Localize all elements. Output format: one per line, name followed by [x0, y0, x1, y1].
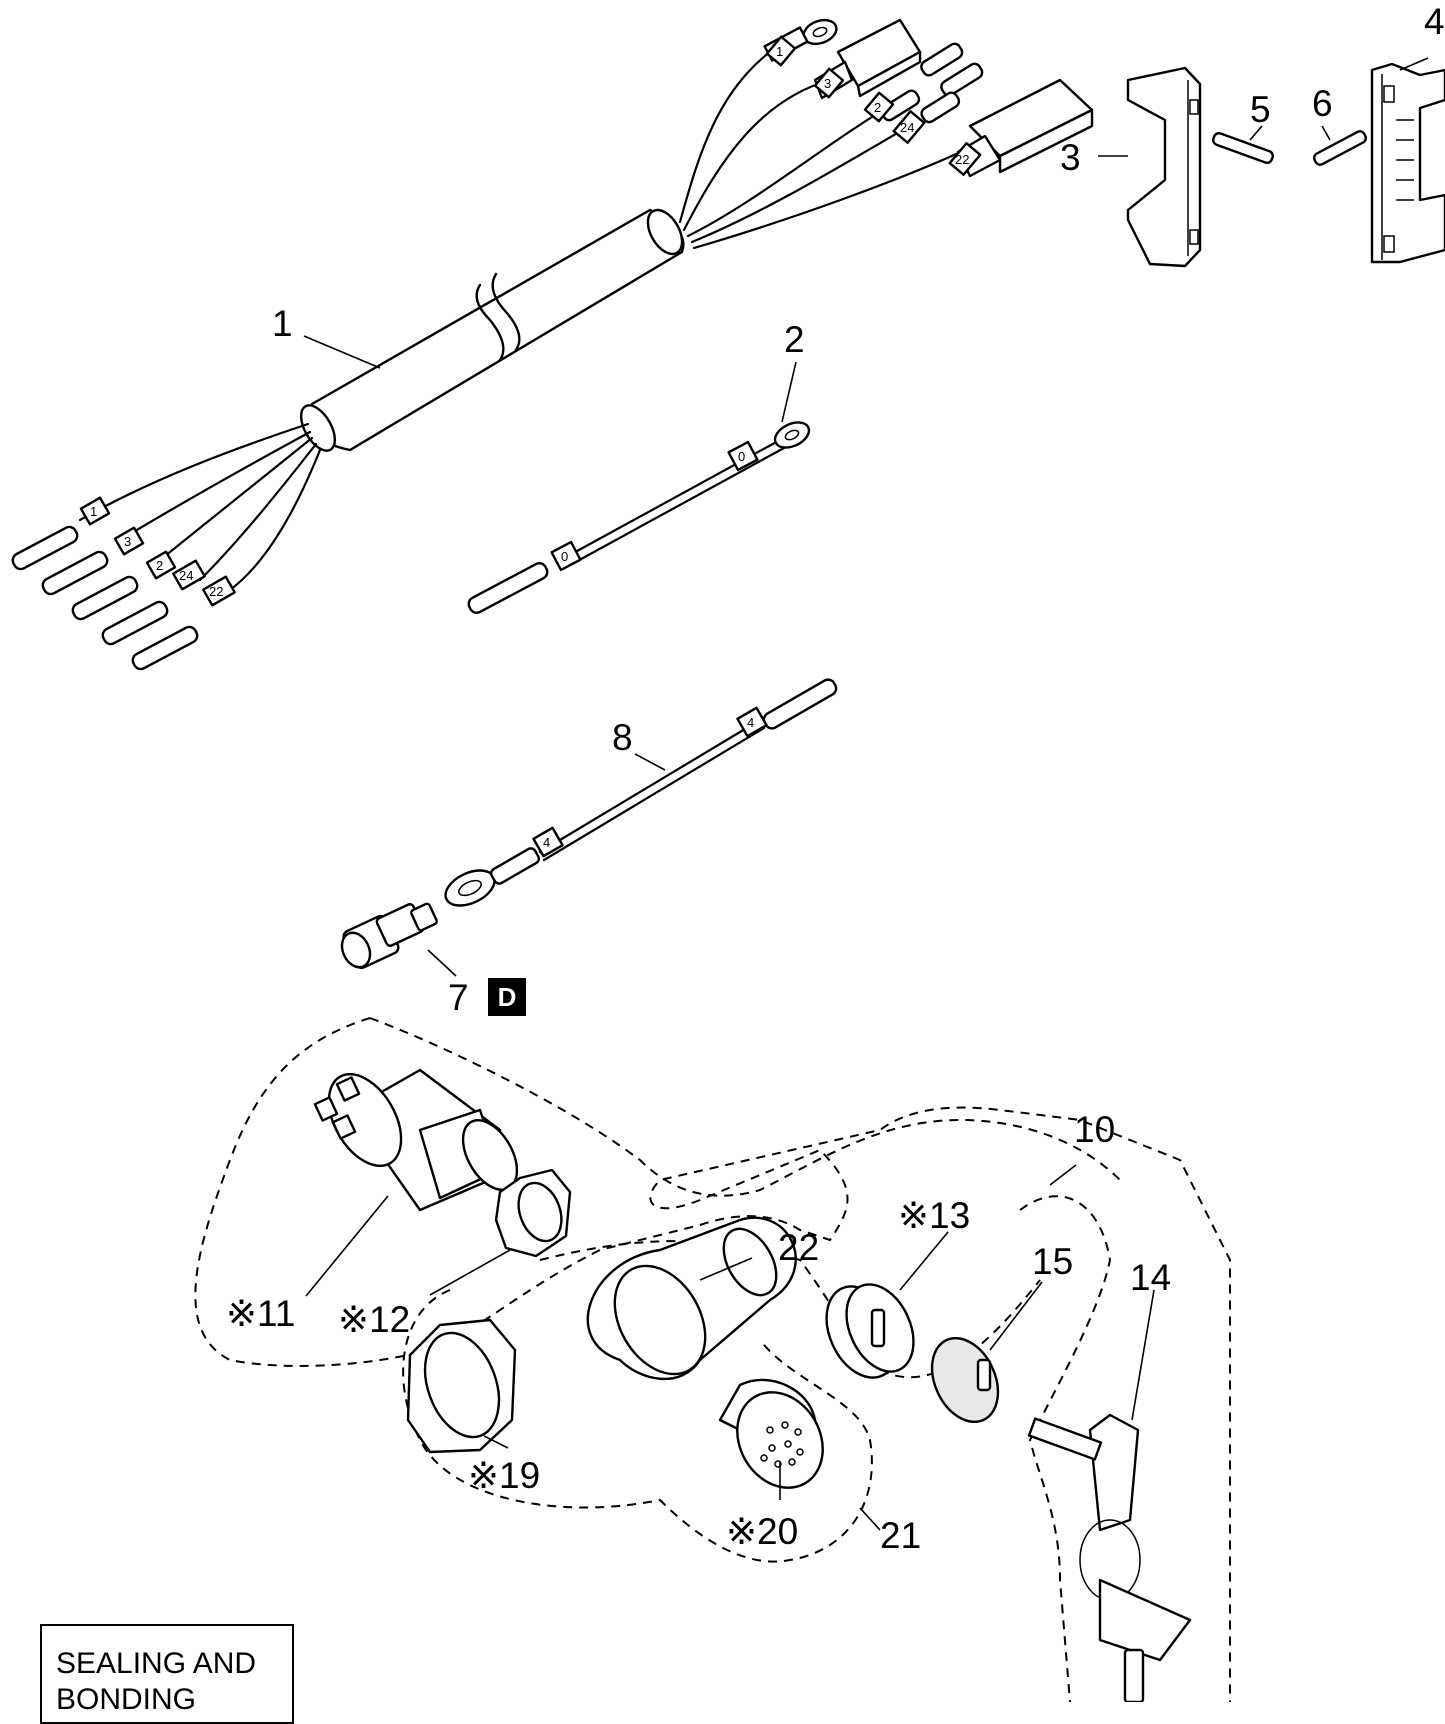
badge-label: D	[498, 982, 517, 1012]
pin-5	[1212, 131, 1274, 165]
ground-cable-2: 0 0	[467, 421, 811, 614]
wire-tag: 24	[179, 568, 193, 583]
wire-tags-top: 1 3 2 24 22	[765, 35, 982, 176]
legend-line-1: SEALING AND	[56, 1647, 257, 1680]
callout-8: 8	[612, 717, 633, 758]
connector-housing-3	[1126, 66, 1202, 268]
lock-barrel-20	[718, 1378, 824, 1489]
wire-tag: 22	[955, 152, 969, 167]
connector-housing-4	[1370, 62, 1445, 264]
pin-terminals-top	[880, 42, 984, 124]
wire-harness: 1 3 2 24 22 1 3 2 24 22	[11, 18, 1094, 671]
wire-tag: 3	[124, 534, 131, 549]
callout-13: ※13	[898, 1195, 970, 1236]
leader-lines	[303, 57, 1429, 1531]
wire-tag: 4	[747, 715, 754, 730]
callout-2: 2	[784, 319, 805, 360]
wire-tag: 1	[90, 504, 97, 519]
callout-19: ※19	[468, 1455, 540, 1496]
wire-tag: 4	[543, 835, 550, 850]
seal-15	[930, 1336, 1000, 1424]
callout-7: 7	[448, 977, 469, 1018]
wire-tag: 24	[900, 120, 914, 135]
callout-15: 15	[1032, 1241, 1073, 1282]
callout-12: ※12	[338, 1299, 410, 1340]
legend-box: SEALING AND BONDING	[40, 1624, 294, 1724]
legend-line-2: BONDING	[56, 1683, 197, 1716]
wire-tag: 3	[824, 76, 831, 91]
wire-tags-bottom: 1 3 2 24 22	[79, 496, 236, 607]
flat-connector-top	[813, 18, 922, 100]
keys-14	[1027, 1413, 1192, 1702]
callout-22: 22	[778, 1227, 819, 1268]
callout-5: 5	[1250, 89, 1271, 130]
callout-11: ※11	[226, 1293, 295, 1334]
pin-6	[1313, 130, 1367, 166]
cover-cap-13	[825, 1283, 915, 1379]
callouts: 1 2 3 4 5 6 7 8 10 ※11 ※12 ※13 14 15 ※19…	[226, 1, 1445, 1556]
wire-tag: 1	[776, 44, 783, 59]
callout-1: 1	[272, 303, 293, 344]
callout-10: 10	[1074, 1109, 1115, 1150]
callout-20: ※20	[726, 1511, 798, 1552]
gasket-22	[586, 1216, 797, 1381]
badge-d	[488, 978, 526, 1016]
switch-body-11	[313, 1068, 519, 1212]
sensor-7	[340, 902, 438, 970]
callout-21: 21	[880, 1515, 921, 1556]
nut-12	[494, 1168, 572, 1258]
sensor-cable-8: 4 4	[444, 678, 838, 907]
large-nut-19	[406, 1318, 517, 1454]
wire-tag: 2	[874, 100, 881, 115]
callout-14: 14	[1130, 1257, 1171, 1298]
wire-tag: 0	[738, 449, 745, 464]
barrel-holes	[760, 1421, 804, 1468]
callout-4: 4	[1424, 1, 1445, 42]
pin-terminals-bottom	[11, 525, 199, 671]
callout-3: 3	[1060, 137, 1081, 178]
wire-tag: 0	[561, 549, 568, 564]
callout-6: 6	[1312, 83, 1333, 124]
wire-tag: 22	[209, 584, 223, 599]
wire-tag: 2	[156, 558, 163, 573]
